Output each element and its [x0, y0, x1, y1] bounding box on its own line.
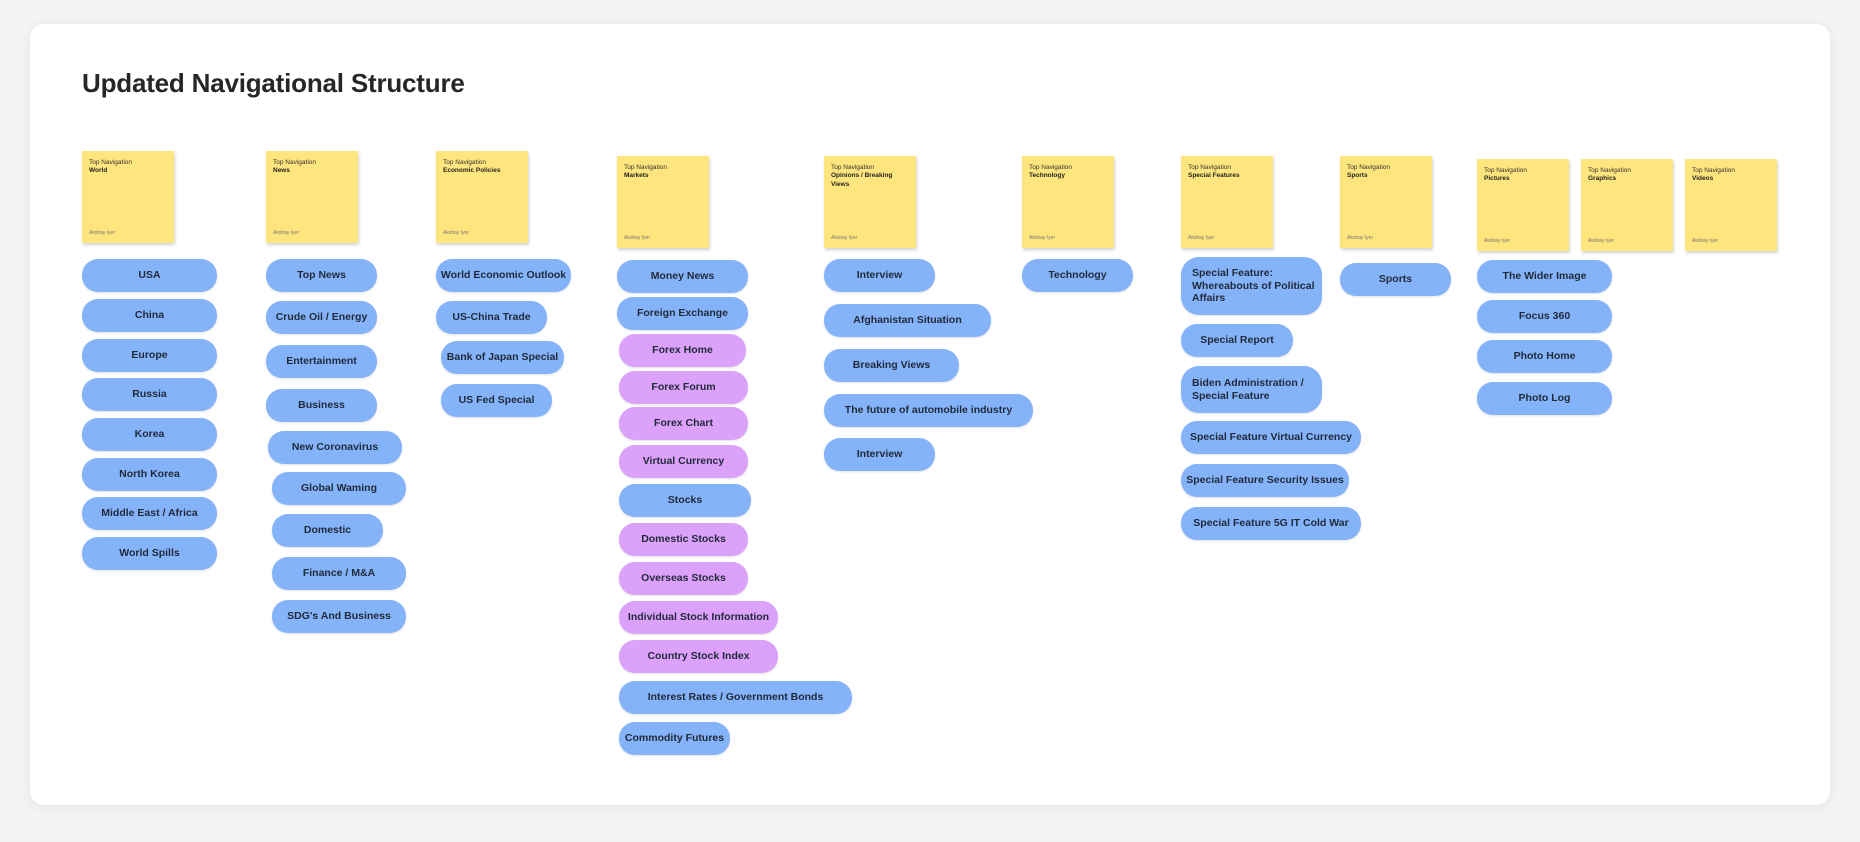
nav-node-breaking-views[interactable]: Breaking Views	[824, 349, 959, 382]
sticky-category-label: Videos	[1692, 175, 1714, 183]
sticky-author: Akshay Iyer	[1692, 238, 1719, 244]
sticky-category-label: Opinions / Breaking Views	[831, 172, 893, 189]
nav-node-top-news[interactable]: Top News	[266, 259, 377, 292]
nav-node-biden-administration-special-feature[interactable]: Biden Administration / Special Feature	[1181, 366, 1322, 413]
nav-node-global-waming[interactable]: Global Waming	[272, 472, 406, 505]
nav-node-usa[interactable]: USA	[82, 259, 217, 292]
nav-node-afghanistan-situation[interactable]: Afghanistan Situation	[824, 304, 991, 337]
sticky-top-label: Top Navigation	[273, 159, 316, 166]
sticky-top-label: Top Navigation	[443, 159, 486, 166]
sticky-category-label: Markets	[624, 172, 649, 180]
sticky-top-label: Top Navigation	[89, 159, 132, 166]
nav-node-forex-forum[interactable]: Forex Forum	[619, 371, 748, 404]
nav-node-photo-log[interactable]: Photo Log	[1477, 382, 1612, 415]
sticky-author: Akshay Iyer	[1188, 235, 1215, 241]
nav-node-north-korea[interactable]: North Korea	[82, 458, 217, 491]
nav-node-interest-rates-government-bonds[interactable]: Interest Rates / Government Bonds	[619, 681, 852, 714]
nav-node-overseas-stocks[interactable]: Overseas Stocks	[619, 562, 748, 595]
nav-node-special-feature-security-issues[interactable]: Special Feature Security Issues	[1181, 464, 1349, 497]
sticky-top-label: Top Navigation	[1347, 164, 1390, 171]
nav-node-stocks[interactable]: Stocks	[619, 484, 751, 517]
nav-node-world-spills[interactable]: World Spills	[82, 537, 217, 570]
sticky-category-label: Sports	[1347, 172, 1368, 180]
nav-node-new-coronavirus[interactable]: New Coronavirus	[268, 431, 402, 464]
nav-node-business[interactable]: Business	[266, 389, 377, 422]
nav-node-finance-manda[interactable]: Finance / M&A	[272, 557, 406, 590]
nav-node-forex-chart[interactable]: Forex Chart	[619, 407, 748, 440]
sticky-author: Akshay Iyer	[1484, 238, 1511, 244]
sticky-top-label: Top Navigation	[624, 164, 667, 171]
nav-node-virtual-currency[interactable]: Virtual Currency	[619, 445, 748, 478]
nav-node-focus-360[interactable]: Focus 360	[1477, 300, 1612, 333]
nav-node-special-feature-whereabouts-of-political-affairs[interactable]: Special Feature: Whereabouts of Politica…	[1181, 257, 1322, 315]
sticky-author: Akshay Iyer	[443, 230, 470, 236]
sticky-category-label: World	[89, 167, 108, 175]
sticky-author: Akshay Iyer	[624, 235, 651, 241]
nav-node-money-news[interactable]: Money News	[617, 260, 748, 293]
nav-node-special-feature-virtual-currency[interactable]: Special Feature Virtual Currency	[1181, 421, 1361, 454]
nav-node-korea[interactable]: Korea	[82, 418, 217, 451]
nav-node-us-china-trade[interactable]: US-China Trade	[436, 301, 547, 334]
sticky-top-label: Top Navigation	[1588, 167, 1631, 174]
nav-node-interview[interactable]: Interview	[824, 259, 935, 292]
sticky-category-label: News	[273, 167, 290, 175]
sticky-top-label: Top Navigation	[1484, 167, 1527, 174]
nav-node-foreign-exchange[interactable]: Foreign Exchange	[617, 297, 748, 330]
nav-node-forex-home[interactable]: Forex Home	[619, 334, 746, 367]
sticky-category-label: Pictures	[1484, 175, 1510, 183]
nav-node-domestic-stocks[interactable]: Domestic Stocks	[619, 523, 748, 556]
nav-node-us-fed-special[interactable]: US Fed Special	[441, 384, 552, 417]
nav-node-middle-east-africa[interactable]: Middle East / Africa	[82, 497, 217, 530]
sticky-top-label: Top Navigation	[1188, 164, 1231, 171]
nav-node-crude-oil-energy[interactable]: Crude Oil / Energy	[266, 301, 377, 334]
sticky-author: Akshay Iyer	[89, 230, 116, 236]
nav-node-the-future-of-automobile-industry[interactable]: The future of automobile industry	[824, 394, 1033, 427]
nav-node-russia[interactable]: Russia	[82, 378, 217, 411]
sticky-top-label: Top Navigation	[831, 164, 874, 171]
sticky-author: Akshay Iyer	[1347, 235, 1374, 241]
nav-node-europe[interactable]: Europe	[82, 339, 217, 372]
sticky-category-label: Technology	[1029, 172, 1065, 180]
sticky-category-label: Graphics	[1588, 175, 1617, 183]
page-title: Updated Navigational Structure	[82, 68, 465, 98]
nav-node-china[interactable]: China	[82, 299, 217, 332]
nav-node-interview[interactable]: Interview	[824, 438, 935, 471]
nav-node-special-report[interactable]: Special Report	[1181, 324, 1293, 357]
nav-node-technology[interactable]: Technology	[1022, 259, 1133, 292]
sticky-top-label: Top Navigation	[1692, 167, 1735, 174]
nav-node-entertainment[interactable]: Entertainment	[266, 345, 377, 378]
nav-node-individual-stock-information[interactable]: Individual Stock Information	[619, 601, 778, 634]
nav-node-domestic[interactable]: Domestic	[272, 514, 383, 547]
nav-node-special-feature-5g-it-cold-war[interactable]: Special Feature 5G IT Cold War	[1181, 507, 1361, 540]
nav-node-country-stock-index[interactable]: Country Stock Index	[619, 640, 778, 673]
sticky-author: Akshay Iyer	[831, 235, 858, 241]
nav-node-bank-of-japan-special[interactable]: Bank of Japan Special	[441, 341, 564, 374]
sticky-author: Akshay Iyer	[273, 230, 300, 236]
sticky-top-label: Top Navigation	[1029, 164, 1072, 171]
sticky-category-label: Economic Policies	[443, 167, 501, 175]
nav-node-the-wider-image[interactable]: The Wider Image	[1477, 260, 1612, 293]
sticky-category-label: Special Features	[1188, 172, 1240, 180]
sticky-author: Akshay Iyer	[1588, 238, 1615, 244]
nav-node-photo-home[interactable]: Photo Home	[1477, 340, 1612, 373]
nav-node-sports[interactable]: Sports	[1340, 263, 1451, 296]
sticky-author: Akshay Iyer	[1029, 235, 1056, 241]
nav-node-world-economic-outlook[interactable]: World Economic Outlook	[436, 259, 571, 292]
nav-node-commodity-futures[interactable]: Commodity Futures	[619, 722, 730, 755]
nav-node-sdg-s-and-business[interactable]: SDG's And Business	[272, 600, 406, 633]
